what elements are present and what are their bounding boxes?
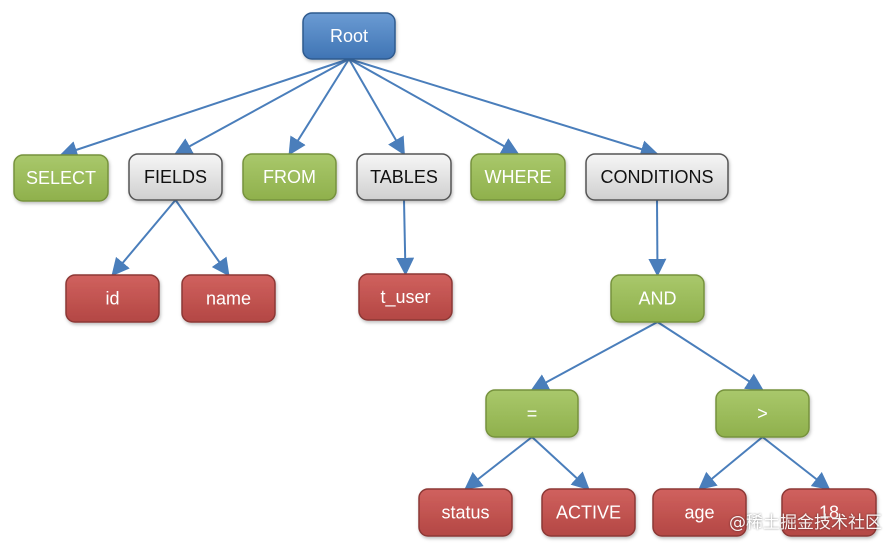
node-label: AND xyxy=(638,288,676,308)
node-label: t_user xyxy=(380,287,430,308)
node-box xyxy=(715,389,810,438)
edge-greater-than-to-18 xyxy=(761,436,831,491)
node-box xyxy=(652,488,747,537)
node-box xyxy=(128,153,223,201)
node-label: > xyxy=(757,403,768,423)
node-box xyxy=(585,153,729,201)
edge-root-to-select xyxy=(59,58,350,159)
node-label: WHERE xyxy=(485,167,552,187)
node-box xyxy=(781,488,877,537)
node-label: 18 xyxy=(819,502,839,522)
node-box xyxy=(65,274,160,323)
node-where: WHERE xyxy=(470,153,566,201)
node-from: FROM xyxy=(242,153,337,201)
node-label: TABLES xyxy=(370,167,438,187)
node-box xyxy=(418,488,513,537)
node-select: SELECT xyxy=(13,154,109,202)
node-greater-than: > xyxy=(715,389,810,438)
node-label: name xyxy=(206,288,251,308)
node-label: id xyxy=(105,288,119,308)
edge-and-to-equals xyxy=(530,321,658,391)
node-box xyxy=(470,153,566,201)
node-box xyxy=(356,153,452,201)
node-status: status xyxy=(418,488,513,537)
node-box xyxy=(610,274,705,323)
node-box xyxy=(13,154,109,202)
node-box xyxy=(181,274,276,323)
node-label: FIELDS xyxy=(144,167,207,187)
node-box xyxy=(302,12,396,60)
node-box xyxy=(358,273,453,321)
edge-greater-than-to-age xyxy=(698,436,764,491)
node-label: = xyxy=(527,403,538,423)
edge-root-to-from xyxy=(288,58,350,156)
node-and: AND xyxy=(610,274,705,323)
edge-conditions-to-and xyxy=(648,199,667,277)
edge-and-to-greater-than xyxy=(656,321,765,391)
node-name: name xyxy=(181,274,276,323)
edge-root-to-fields xyxy=(173,58,350,155)
node-box xyxy=(242,153,337,201)
node-conditions: CONDITIONS xyxy=(585,153,729,201)
node-id: id xyxy=(65,274,160,323)
edge-tables-to-t-user xyxy=(396,199,415,276)
node-fields: FIELDS xyxy=(128,153,223,201)
node-box xyxy=(541,488,636,537)
node-label: status xyxy=(441,502,489,522)
edge-equals-to-active xyxy=(531,436,590,491)
watermark-text: @稀土掘金技术社区 xyxy=(729,513,882,533)
edge-fields-to-id xyxy=(111,199,177,277)
node-root: Root xyxy=(302,12,396,60)
node-label: FROM xyxy=(263,167,316,187)
edge-root-to-conditions xyxy=(348,58,659,158)
node-label: SELECT xyxy=(26,168,96,188)
edge-root-to-where xyxy=(348,58,520,155)
node-label: age xyxy=(684,502,714,522)
edge-root-to-tables xyxy=(348,58,405,156)
node-label: ACTIVE xyxy=(556,502,621,522)
node-tables: TABLES xyxy=(356,153,452,201)
node-t-user: t_user xyxy=(358,273,453,321)
node-label: CONDITIONS xyxy=(600,167,713,187)
node-box xyxy=(485,389,579,438)
node-18: 18 xyxy=(781,488,877,537)
node-label: Root xyxy=(330,26,368,46)
edge-equals-to-status xyxy=(464,436,533,491)
node-equals: = xyxy=(485,389,579,438)
node-age: age xyxy=(652,488,747,537)
edge-layer xyxy=(59,58,831,491)
node-active: ACTIVE xyxy=(541,488,636,537)
edge-fields-to-name xyxy=(174,199,230,277)
